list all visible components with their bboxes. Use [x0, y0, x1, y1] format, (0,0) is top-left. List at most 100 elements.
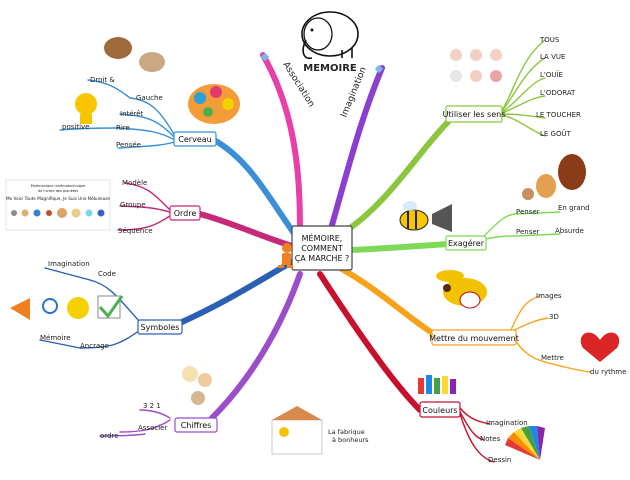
- planets-title-2: de l'ordre des planètes: [38, 189, 78, 193]
- mouvement-item-1: 3D: [549, 313, 559, 321]
- sens-item-1: LA VUE: [540, 53, 565, 61]
- node-cerveau[interactable]: Cerveau: [173, 131, 217, 147]
- node-couleurs[interactable]: Couleurs: [419, 401, 461, 418]
- speedy-mouse-icon: [436, 270, 487, 309]
- fabrique-logo: La fabrique à bonheurs: [271, 406, 369, 455]
- branch-cerveau: [211, 137, 299, 239]
- smiley-icon: [67, 297, 89, 319]
- bee-megaphone-icon: [399, 201, 452, 232]
- sens-item-3: L'ODORAT: [540, 89, 576, 97]
- branch-chiffres: [209, 271, 303, 421]
- cerveau-label: Cerveau: [178, 135, 211, 144]
- planet-icon: [11, 210, 17, 216]
- node-symboles[interactable]: Symboles: [137, 319, 183, 335]
- mouvement-label: Mettre du mouvement: [429, 334, 519, 343]
- exagerer-item-0: Penser: [516, 208, 540, 216]
- planets-sentence: Me Voici Toute Magnifique, Je Suis Une N…: [6, 196, 110, 201]
- planet-icon: [46, 210, 52, 216]
- chiffres-item-0: 3 2 1: [143, 402, 161, 410]
- couleurs-item-0: Imagination: [486, 419, 528, 427]
- branch-ordre: [197, 211, 295, 249]
- center-line-3: ÇA MARCHE ?: [295, 254, 350, 263]
- exagerer-item-1: En grand: [558, 204, 590, 212]
- planet-icon: [85, 209, 93, 217]
- sub-branches: [39, 39, 591, 463]
- eye-icon: [450, 49, 462, 61]
- fabrique-line-1: La fabrique: [328, 428, 365, 436]
- center-node[interactable]: MÉMOIRE, COMMENT ÇA MARCHE ?: [291, 225, 353, 271]
- sens-item-5: LE GOÛT: [540, 129, 572, 138]
- logo-text: MEMOIRE: [303, 63, 357, 74]
- node-sens[interactable]: Utiliser les sens: [443, 105, 506, 123]
- cerveau-item-0: Droit &: [90, 76, 115, 84]
- association-marker-icon: [260, 52, 270, 62]
- branch-exagerer: [349, 241, 451, 253]
- sens-label: Utiliser les sens: [443, 110, 506, 119]
- cerveau-item-5: Pensée: [116, 141, 141, 149]
- brain-icon: [188, 84, 240, 124]
- dogs-icon: [522, 154, 586, 200]
- branch-imagination: [327, 65, 385, 235]
- mouvement-item-0: Images: [536, 292, 562, 300]
- cerveau-item-3: Rire: [116, 124, 130, 132]
- planet-icon: [71, 208, 81, 218]
- couleurs-item-1: Notes: [480, 435, 501, 443]
- couleurs-item-2: Dessin: [488, 456, 511, 464]
- symbols-icons: [10, 295, 124, 320]
- mouth-icon: [490, 70, 502, 82]
- magnifier-icon: [42, 298, 58, 314]
- mouvement-item-3: du rythme: [590, 368, 626, 376]
- paint-tubes-icon: [418, 375, 456, 394]
- symboles-label: Symboles: [141, 323, 180, 332]
- ear-icon: [470, 49, 482, 61]
- chiffres-label: Chiffres: [181, 421, 212, 430]
- cerveau-item-4: positive: [62, 123, 89, 131]
- branch-mouvement: [337, 265, 443, 341]
- node-chiffres[interactable]: Chiffres: [174, 417, 218, 433]
- heart-icon: [580, 332, 620, 362]
- walnut-icon: [104, 37, 165, 72]
- node-ordre[interactable]: Ordre: [169, 205, 201, 221]
- house-icon: [271, 419, 323, 455]
- planets-title-1: Mnémonique mnémotechnique: [31, 184, 86, 188]
- ordre-item-2: Séquence: [118, 227, 153, 235]
- thinking-figure-icon: [278, 243, 293, 268]
- nose-icon: [490, 49, 502, 61]
- sens-item-2: L'OUÏE: [540, 70, 563, 79]
- megaphone-icon: [10, 298, 30, 320]
- center-line-1: MÉMOIRE,: [302, 232, 343, 243]
- main-branches: [179, 52, 451, 421]
- symboles-item-3: Ancrage: [80, 342, 109, 350]
- ordre-item-1: Groupe: [120, 201, 146, 209]
- node-mouvement[interactable]: Mettre du mouvement: [429, 329, 519, 346]
- branch-sens: [347, 119, 451, 231]
- planet-icon: [33, 209, 41, 217]
- planets-card: Mnémonique mnémotechnique de l'ordre des…: [5, 179, 111, 231]
- eye-icon-2: [450, 70, 462, 82]
- branch-couleurs: [317, 271, 423, 413]
- node-exagerer[interactable]: Exagérer: [445, 235, 487, 251]
- symboles-item-1: Code: [98, 270, 116, 278]
- planet-icon: [97, 209, 105, 217]
- sens-item-0: TOUS: [539, 36, 560, 44]
- exagerer-item-2: Penser: [516, 228, 540, 236]
- fabrique-line-2: à bonheurs: [332, 436, 369, 444]
- exagerer-label: Exagérer: [448, 238, 485, 248]
- chiffres-item-2: ordre: [100, 432, 119, 440]
- planet-icon: [57, 208, 67, 218]
- ordre-label: Ordre: [174, 209, 197, 218]
- chiffres-item-1: Associer: [138, 424, 167, 432]
- number-balloons-icon: [182, 366, 212, 405]
- color-swatch-fan-icon: [505, 426, 545, 460]
- symboles-item-0: Imagination: [48, 260, 90, 268]
- planet-icon: [21, 209, 29, 217]
- branch-association: [260, 52, 303, 243]
- exagerer-item-3: Absurde: [555, 227, 584, 235]
- sens-item-4: LE TOUCHER: [536, 111, 581, 119]
- branch-symboles: [179, 259, 295, 325]
- cerveau-item-2: Intérêt: [120, 110, 144, 118]
- symboles-item-2: Mémoire: [40, 334, 70, 342]
- center-line-2: COMMENT: [301, 244, 343, 253]
